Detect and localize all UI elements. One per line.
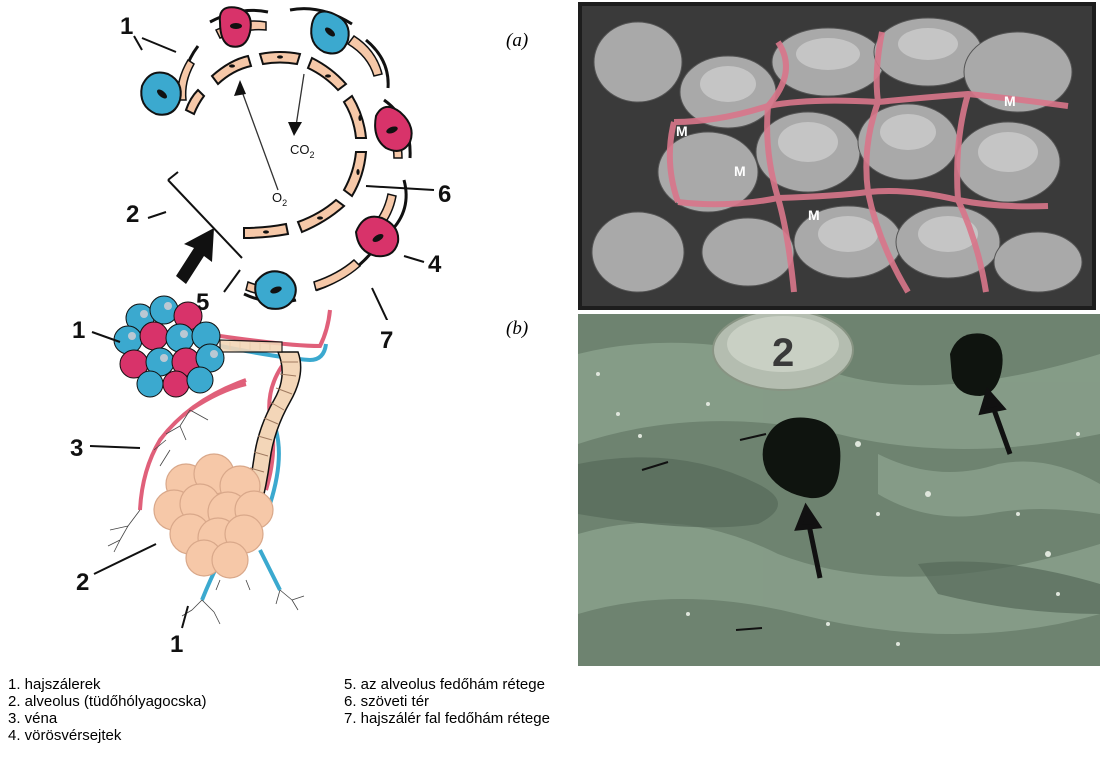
legend-item: 1. hajszálerek bbox=[8, 676, 206, 693]
legend-item: 3. véna bbox=[8, 710, 206, 727]
legend-item: 4. vörösvérsejtek bbox=[8, 727, 206, 744]
legend-item: 2. alveolus (tüdőhólyagocska) bbox=[8, 693, 206, 710]
label-2: 2 bbox=[126, 201, 139, 228]
label-7-svg: 7 bbox=[378, 318, 408, 358]
micrograph-b: 2 bbox=[578, 314, 1100, 666]
label-1: 1 bbox=[120, 13, 133, 40]
svg-text:M: M bbox=[808, 207, 820, 223]
bottom-label-1: 1 bbox=[72, 317, 85, 344]
legend-left: 1. hajszálerek 2. alveolus (tüdőhólyagoc… bbox=[8, 676, 206, 744]
gas-arrows bbox=[234, 74, 304, 190]
panel-label-a: (a) bbox=[506, 30, 528, 52]
bottom-label-2: 2 bbox=[76, 569, 89, 596]
bottom-label-3: 3 bbox=[70, 435, 83, 462]
co2-label: CO2 bbox=[290, 142, 315, 160]
bottom-label-1b: 1 bbox=[170, 631, 183, 658]
capillary-cluster bbox=[114, 296, 224, 397]
svg-text:M: M bbox=[734, 163, 746, 179]
label-4: 4 bbox=[428, 251, 442, 278]
legend-item: 6. szöveti tér bbox=[344, 693, 550, 710]
svg-text:M: M bbox=[1004, 93, 1016, 109]
alveolus-wall bbox=[186, 52, 366, 238]
o2-label: O2 bbox=[272, 190, 287, 208]
legend-item: 7. hajszálér fal fedőhám rétege bbox=[344, 710, 550, 727]
big-arrow bbox=[176, 228, 214, 284]
legend-item: 5. az alveolus fedőhám rétege bbox=[344, 676, 550, 693]
alveolus-cross-section-diagram: CO2 O2 1 2 4 5 6 bbox=[120, 0, 480, 320]
micrograph-b-label-2: 2 bbox=[772, 331, 794, 375]
legend-right: 5. az alveolus fedőhám rétege 6. szöveti… bbox=[344, 676, 550, 727]
label-6: 6 bbox=[438, 181, 451, 208]
panel-label-b: (b) bbox=[506, 318, 528, 340]
alveoli-cluster-diagram: 1 3 2 1 bbox=[70, 290, 370, 660]
label-7: 7 bbox=[380, 327, 393, 354]
svg-text:M: M bbox=[676, 123, 688, 139]
alveoli-cluster bbox=[154, 454, 273, 578]
micrograph-a: M M M M bbox=[578, 2, 1096, 310]
